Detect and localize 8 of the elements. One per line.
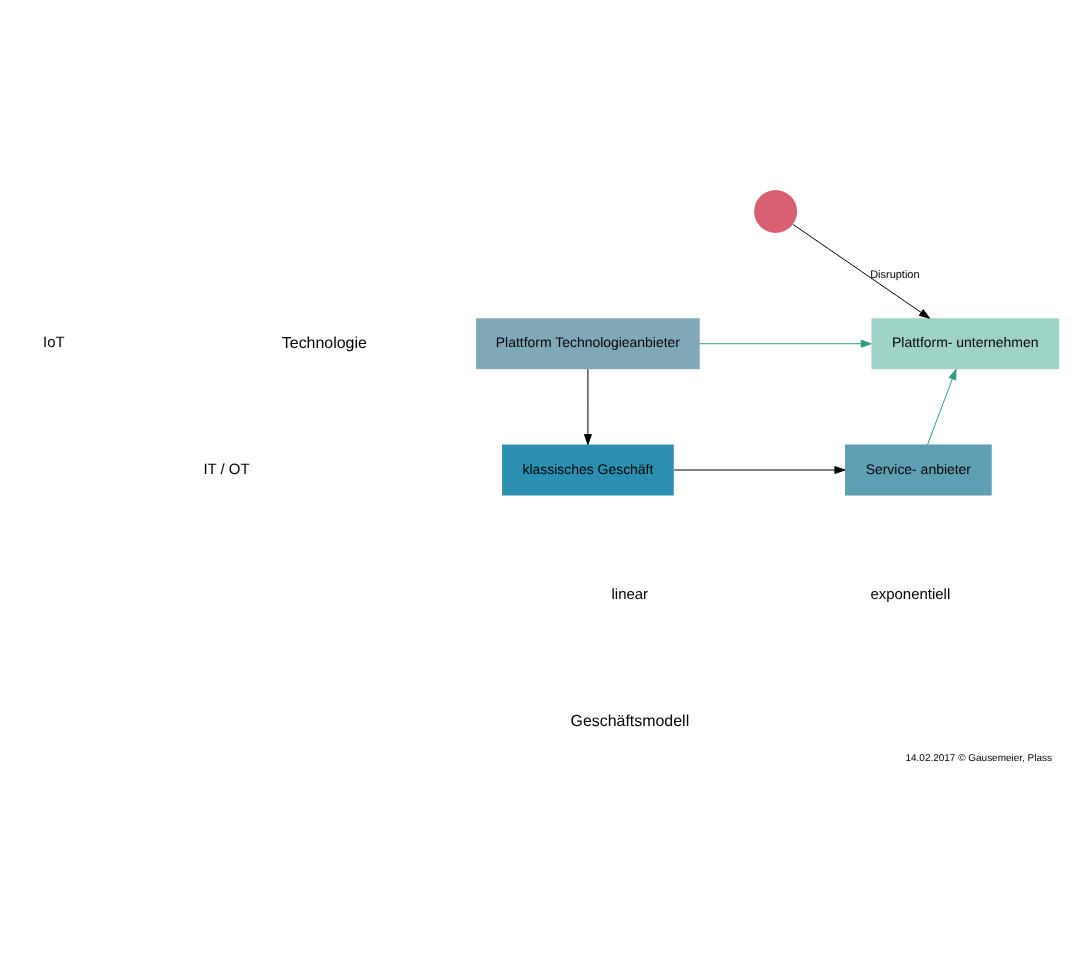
arrow (583, 367, 592, 444)
label: Geschäftsmodell (570, 710, 690, 729)
arrow (792, 222, 930, 318)
arrow (673, 465, 846, 473)
node-circle (754, 189, 798, 232)
label: Technologie (281, 332, 367, 351)
arrow (927, 367, 957, 444)
arrow (699, 338, 872, 347)
